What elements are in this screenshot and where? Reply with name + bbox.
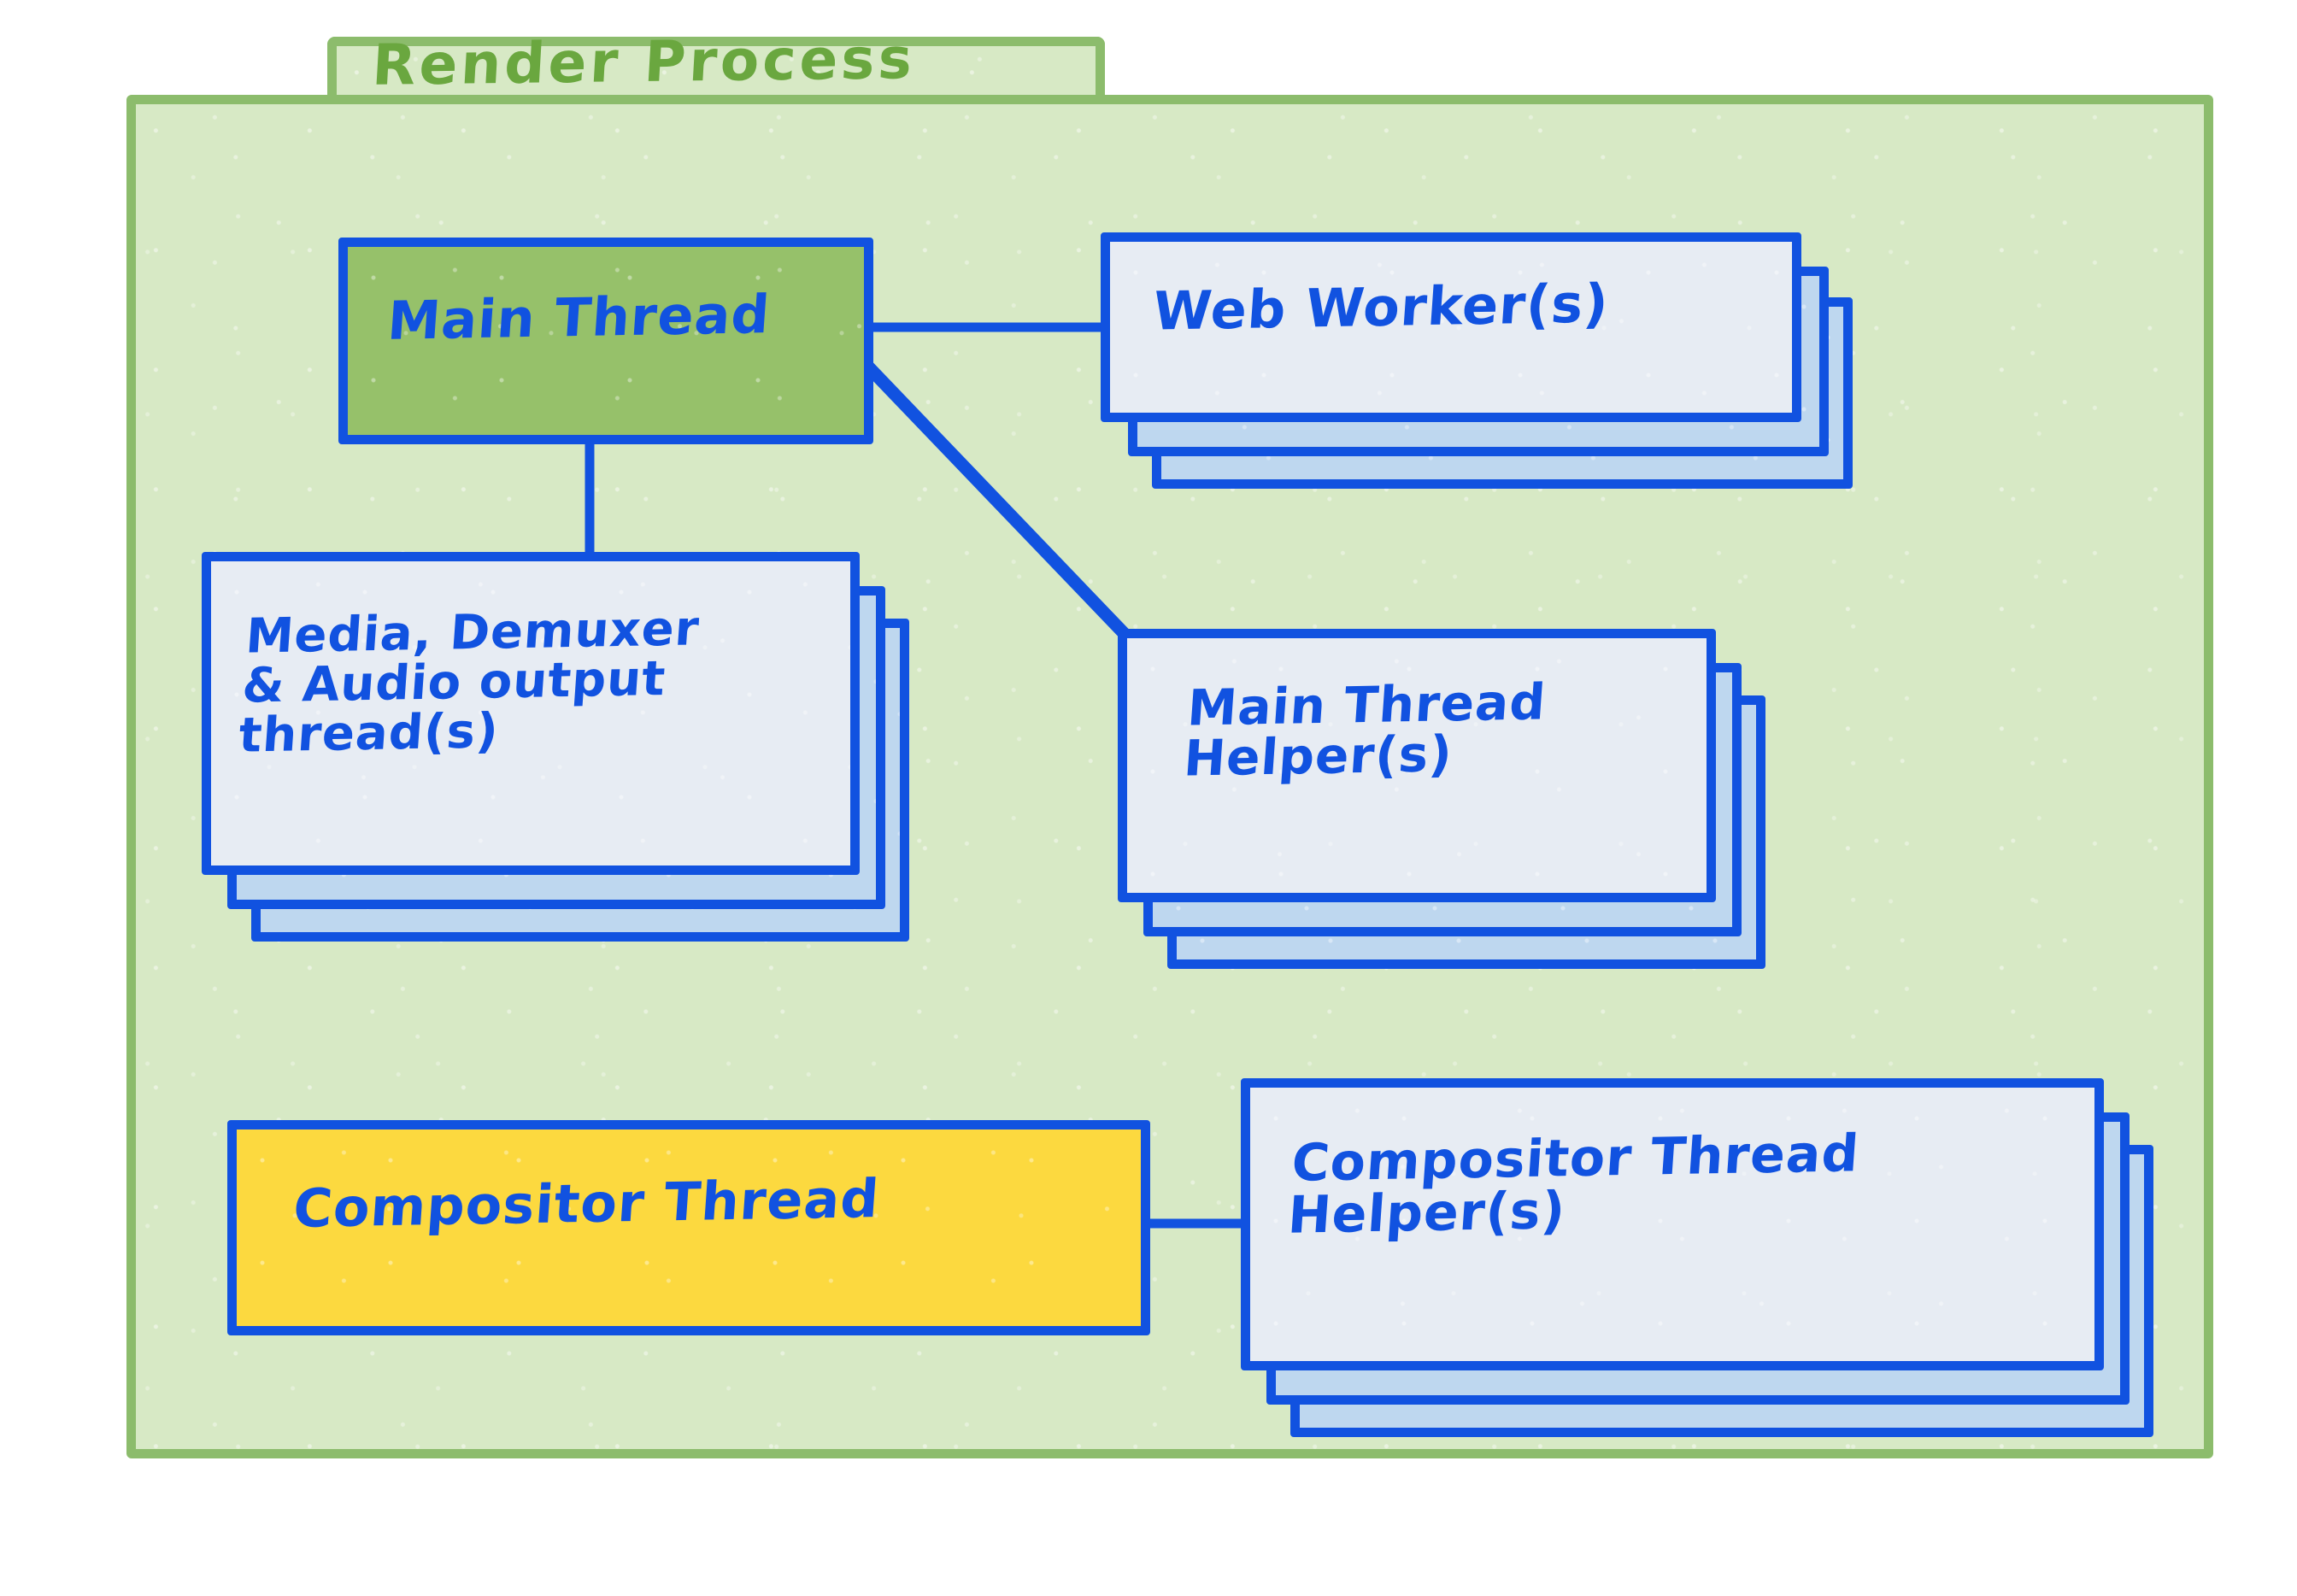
- node-web-worker[interactable]: Web Worker(s): [1101, 232, 1853, 489]
- process-folder-tab: [327, 37, 1105, 103]
- node-main-thread-helper-card-front: [1118, 629, 1716, 902]
- node-compositor-thread[interactable]: Compositor Thread: [227, 1120, 1150, 1335]
- node-compositor-thread-helper-card-front: [1241, 1078, 2104, 1370]
- node-main-thread[interactable]: Main Thread: [338, 238, 873, 444]
- node-compositor-thread-helper[interactable]: Compositor Thread Helper(s): [1241, 1078, 2155, 1437]
- node-compositor-thread-label: Compositor Thread: [291, 1167, 882, 1240]
- node-main-thread-helper[interactable]: Main Thread Helper(s): [1118, 629, 1767, 969]
- node-web-worker-label: Web Worker(s): [1151, 272, 1612, 343]
- node-main-thread-card: [338, 238, 873, 444]
- node-compositor-thread-helper-label: Compositor Thread Helper(s): [1285, 1124, 1862, 1246]
- node-media-demuxer-audio[interactable]: Media, Demuxer & Audio output thread(s): [202, 552, 911, 945]
- page-title: Render Process: [370, 26, 918, 98]
- node-main-thread-helper-label: Main Thread Helper(s): [1182, 672, 1548, 788]
- node-media-card-front: [202, 552, 860, 875]
- edge-main-thread-main-thread-helper: [855, 354, 1134, 643]
- node-media-demuxer-audio-label: Media, Demuxer & Audio output thread(s): [237, 601, 702, 765]
- node-compositor-thread-card: [227, 1120, 1150, 1335]
- node-web-worker-card-front: [1101, 232, 1801, 422]
- node-main-thread-label: Main Thread: [385, 283, 773, 352]
